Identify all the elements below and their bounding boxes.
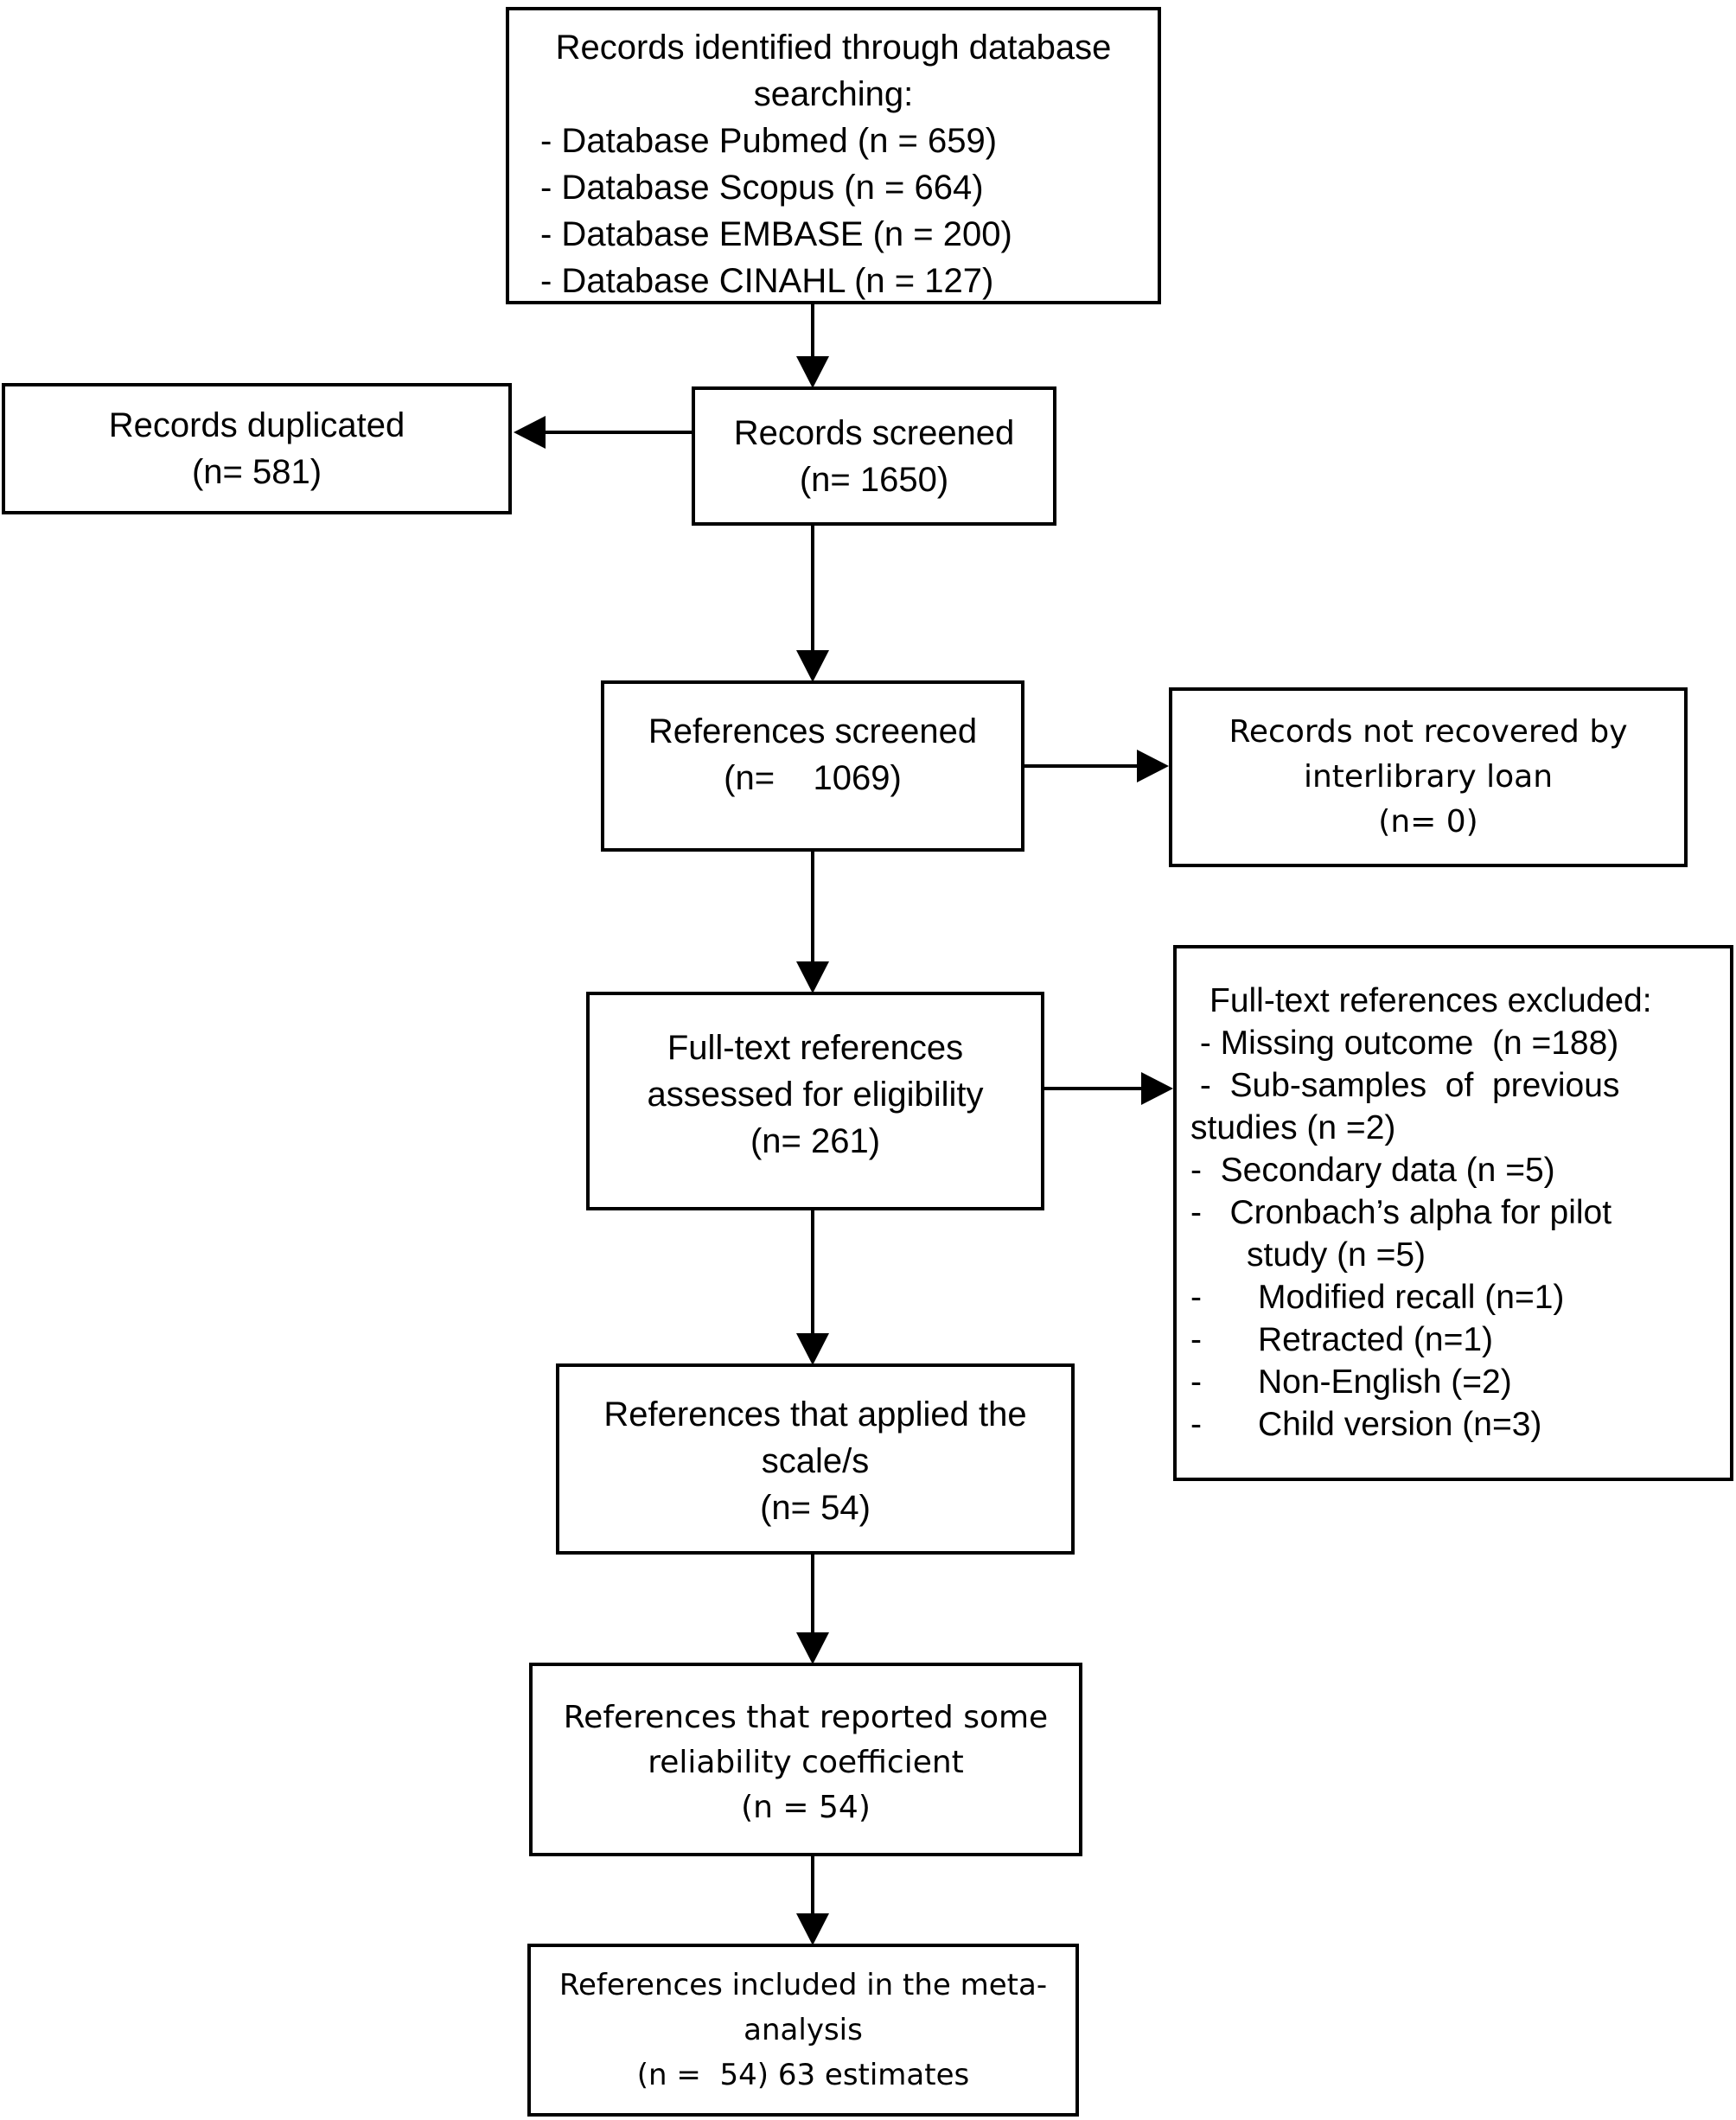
arrow-refs-screened-to-fulltext [796, 852, 829, 993]
database-embase-count: - Database EMBASE (n = 200) [540, 215, 1012, 253]
arrow-screened-to-refs-screened [796, 526, 829, 682]
arrow-applied-to-reported [796, 1555, 829, 1664]
excluded-sub-samples-2: studies (n =2) [1190, 1109, 1396, 1146]
excluded-child-version: - Child version (n=3) [1190, 1406, 1542, 1443]
box-records-not-recovered: Records not recovered by interlibrary lo… [1169, 687, 1688, 867]
excluded-cronbach-pilot: - Cronbach’s alpha for pilot [1190, 1194, 1612, 1231]
box-records-identified: Records identified through database sear… [506, 7, 1161, 304]
references-applied-count: (n= 54) [760, 1489, 871, 1527]
box-records-screened: Records screened (n= 1650) [692, 386, 1056, 526]
excluded-secondary-data: - Secondary data (n =5) [1190, 1152, 1555, 1189]
database-scopus-count: - Database Scopus (n = 664) [540, 169, 984, 207]
excluded-sub-samples: - Sub-samples of previous [1190, 1067, 1620, 1104]
excluded-missing-outcome: - Missing outcome (n =188) [1190, 1025, 1619, 1062]
references-included-label-2: analysis [744, 2013, 863, 2047]
arrow-fulltext-to-applied [796, 1210, 829, 1365]
records-duplicated-count: (n= 581) [191, 453, 322, 491]
fulltext-excluded-heading: Full-text references excluded: [1209, 982, 1652, 1019]
arrow-refs-screened-to-not-recovered [1024, 750, 1169, 782]
arrow-identified-to-screened [796, 304, 829, 388]
box-references-applied: References that applied the scale/s (n= … [556, 1363, 1075, 1555]
references-screened-count: (n= 1069) [724, 759, 902, 797]
box-references-screened: References screened (n= 1069) [601, 680, 1024, 852]
references-reported-label-2: reliability coefficient [648, 1745, 964, 1780]
references-reported-label: References that reported some [563, 1700, 1049, 1735]
box-references-reported: References that reported some reliabilit… [529, 1663, 1082, 1856]
database-cinahl-count: - Database CINAHL (n = 127) [540, 262, 994, 300]
database-pubmed-count: - Database Pubmed (n = 659) [540, 122, 998, 160]
references-reported-count: (n = 54) [741, 1790, 871, 1825]
references-applied-label: References that applied the [603, 1395, 1027, 1434]
records-identified-title-2: searching: [753, 75, 914, 113]
fulltext-assessed-label-2: assessed for eligibility [647, 1076, 984, 1114]
excluded-cronbach-pilot-2: study (n =5) [1190, 1236, 1426, 1274]
records-not-recovered-label-2: interlibrary loan [1303, 759, 1554, 795]
records-identified-title: Records identified through database [555, 29, 1112, 67]
box-fulltext-assessed: Full-text references assessed for eligib… [586, 992, 1044, 1210]
arrow-screened-to-duplicated [514, 416, 692, 449]
excluded-modified-recall: - Modified recall (n=1) [1190, 1279, 1565, 1316]
references-applied-label-2: scale/s [761, 1442, 870, 1480]
references-included-label: References included in the meta- [558, 1968, 1048, 2002]
fulltext-assessed-count: (n= 261) [750, 1122, 881, 1160]
arrow-reported-to-included [796, 1856, 829, 1945]
excluded-non-english: - Non-English (=2) [1190, 1363, 1512, 1401]
records-duplicated-label: Records duplicated [108, 406, 405, 444]
box-references-included: References included in the meta- analysi… [527, 1944, 1079, 2117]
box-fulltext-excluded: Full-text references excluded: - Missing… [1173, 945, 1733, 1481]
fulltext-assessed-label: Full-text references [667, 1029, 964, 1067]
box-records-duplicated: Records duplicated (n= 581) [2, 383, 512, 514]
excluded-retracted: - Retracted (n=1) [1190, 1321, 1494, 1358]
arrow-fulltext-to-excluded [1042, 1072, 1173, 1105]
records-not-recovered-label: Records not recovered by [1229, 714, 1628, 750]
references-included-count: (n = 54) 63 estimates [636, 2058, 970, 2092]
records-screened-label: Records screened [733, 413, 1015, 452]
records-not-recovered-count: (n= 0) [1378, 804, 1478, 840]
references-screened-label: References screened [648, 712, 978, 750]
records-screened-count: (n= 1650) [799, 460, 949, 499]
